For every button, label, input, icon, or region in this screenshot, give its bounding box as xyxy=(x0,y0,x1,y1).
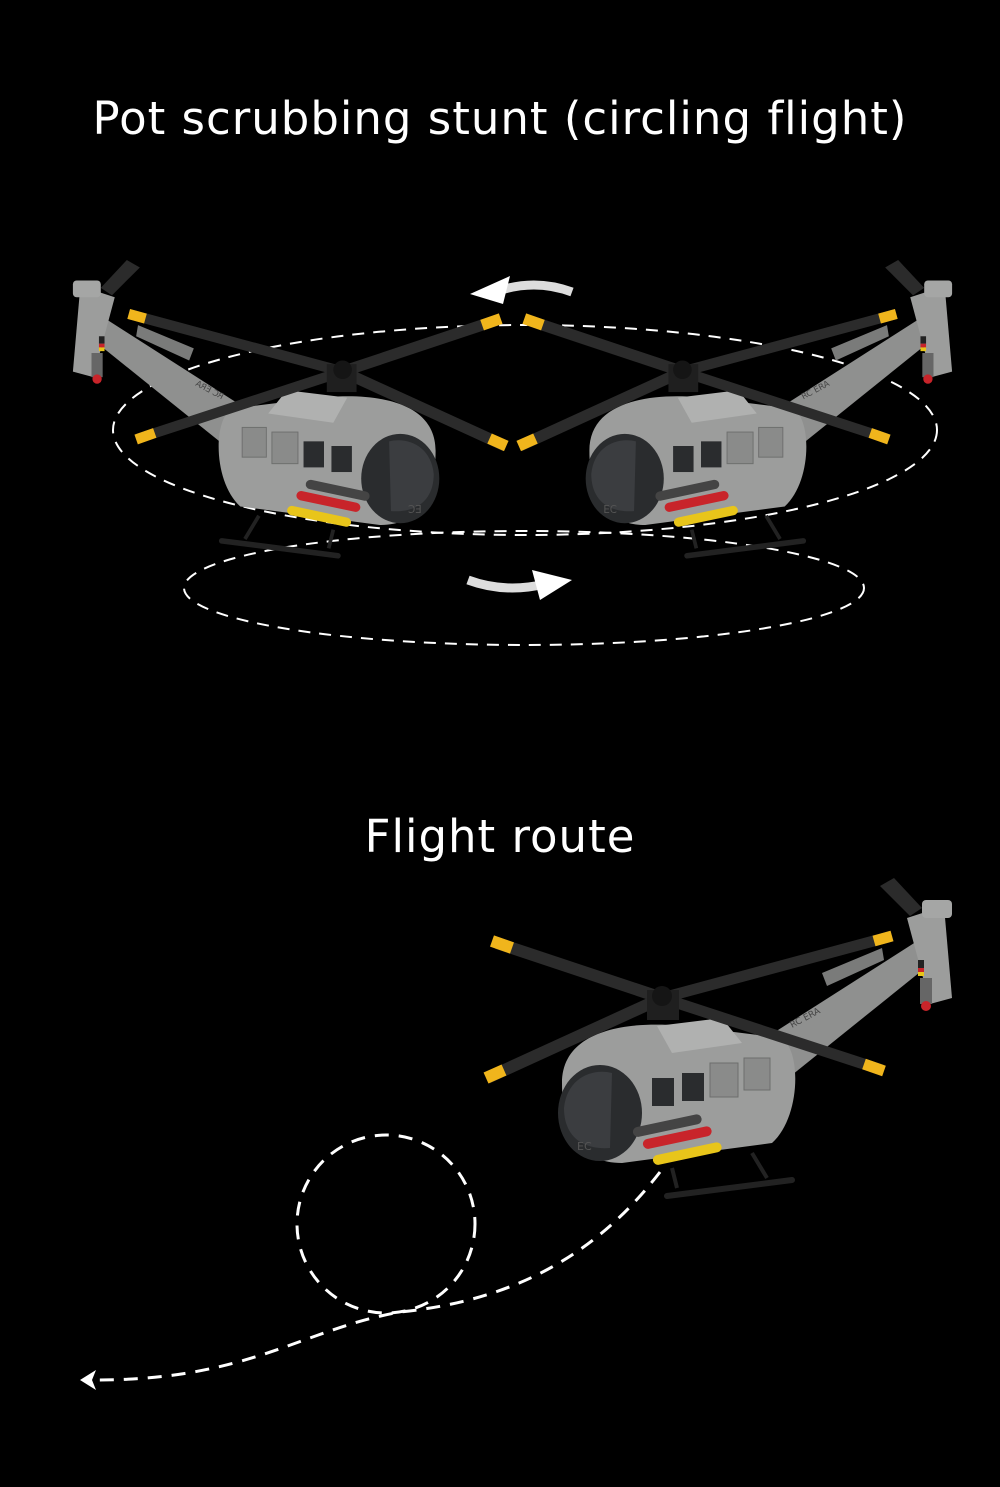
arrow-right-icon xyxy=(466,570,572,600)
orbit-upper xyxy=(112,324,938,536)
section-title-circling-flight: Pot scrubbing stunt (circling flight) xyxy=(92,92,908,145)
route-arrowhead-icon xyxy=(80,1370,96,1390)
arrow-left-icon xyxy=(470,276,574,304)
helicopter-flight-route xyxy=(486,878,952,1196)
helicopter-right xyxy=(519,260,952,556)
orbit-lower xyxy=(183,530,865,646)
section-title-flight-route: Flight route xyxy=(364,810,636,863)
route-loop xyxy=(295,1133,477,1315)
route-path xyxy=(94,1171,662,1382)
helicopter-left xyxy=(73,260,506,556)
